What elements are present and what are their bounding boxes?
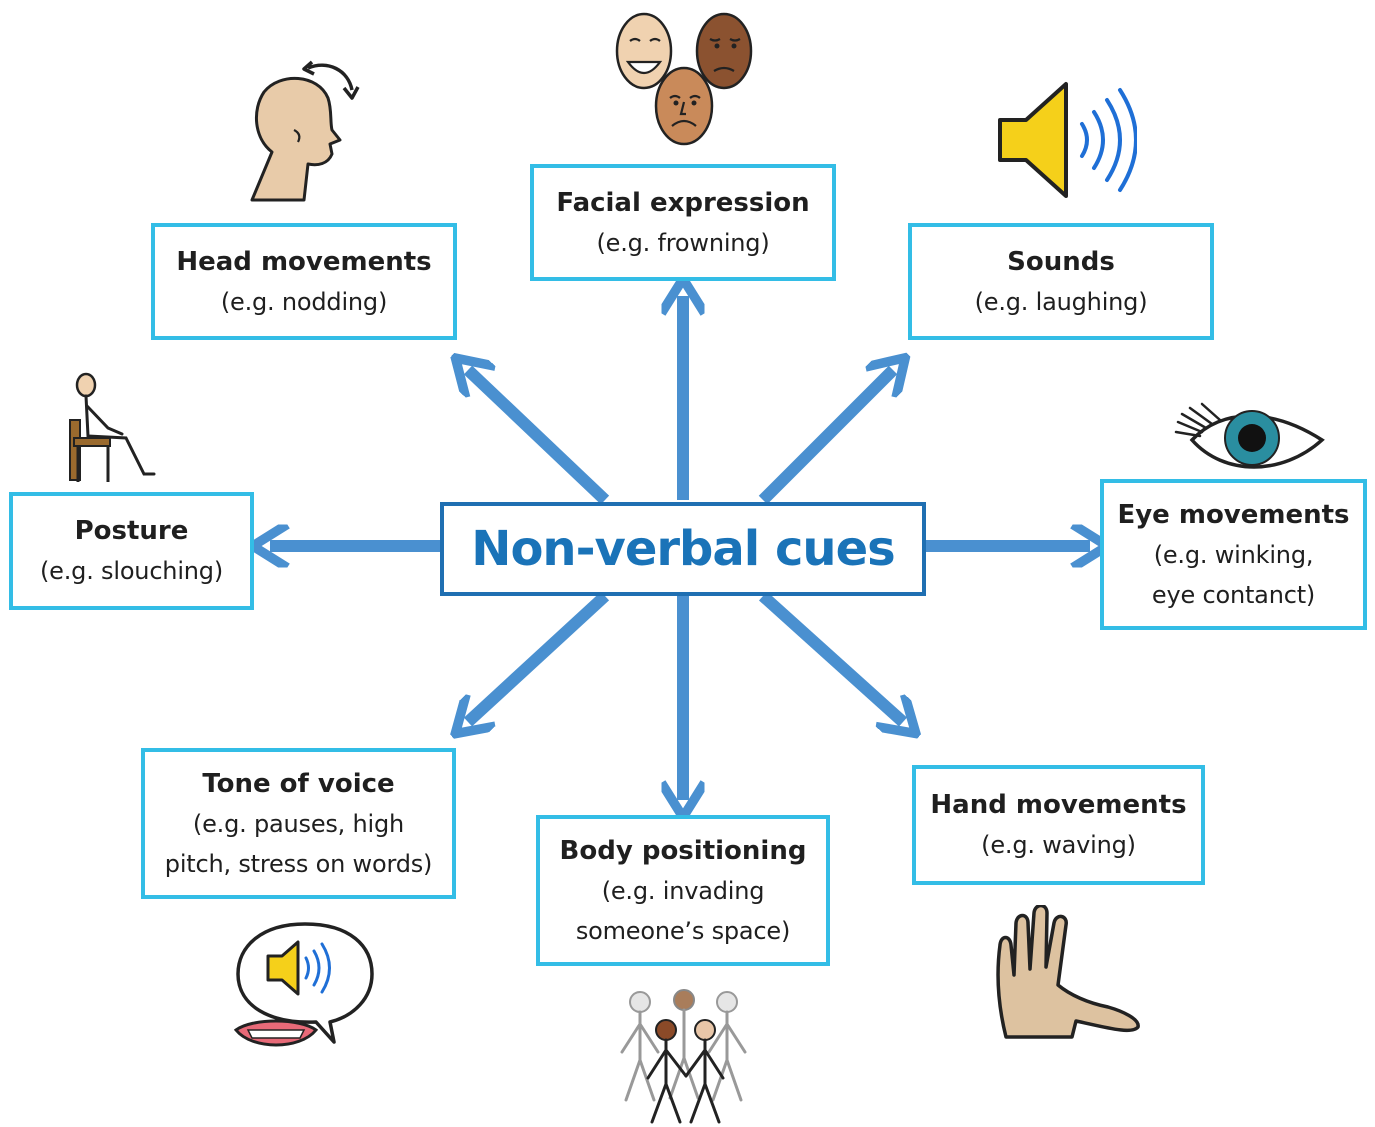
cue-example-line2: eye contanct) (1152, 575, 1315, 615)
cue-example-line1: (e.g. winking, (1154, 535, 1314, 575)
center-title: Non-verbal cues (471, 521, 894, 577)
cue-title: Eye movements (1117, 495, 1349, 535)
center-title-box: Non-verbal cues (440, 502, 926, 596)
cue-example: (e.g. nodding) (221, 282, 387, 322)
arrow-down-right (763, 596, 903, 722)
cue-title: Sounds (1007, 242, 1115, 282)
head-rotation-icon (232, 60, 362, 205)
cue-eye-movements: Eye movements (e.g. winking, eye contanc… (1100, 479, 1367, 630)
cue-sounds: Sounds (e.g. laughing) (908, 223, 1214, 340)
cue-example: (e.g. frowning) (596, 223, 769, 263)
cue-title: Posture (75, 511, 189, 551)
cue-example-line1: (e.g. invading (602, 871, 765, 911)
cue-title: Tone of voice (202, 764, 394, 804)
speaker-icon (992, 78, 1137, 203)
cue-facial-expression: Facial expression (e.g. frowning) (530, 164, 836, 281)
cue-posture: Posture (e.g. slouching) (9, 492, 254, 610)
cue-example: (e.g. waving) (981, 825, 1136, 865)
cue-example-line1: (e.g. pauses, high (193, 804, 404, 844)
hand-icon (992, 905, 1142, 1045)
arrow-up-left (468, 370, 605, 500)
eye-icon (1172, 400, 1327, 475)
cue-example: (e.g. slouching) (40, 551, 223, 591)
cue-title: Body positioning (560, 831, 807, 871)
cue-tone-of-voice: Tone of voice (e.g. pauses, high pitch, … (141, 748, 456, 899)
seated-person-icon (62, 372, 162, 484)
cue-title: Facial expression (556, 183, 809, 223)
cue-hand-movements: Hand movements (e.g. waving) (912, 765, 1205, 885)
cue-head-movements: Head movements (e.g. nodding) (151, 223, 457, 340)
arrow-up-right (763, 370, 893, 500)
three-faces-icon (612, 6, 762, 151)
arrow-down-left (468, 596, 605, 722)
cue-example-line2: pitch, stress on words) (165, 844, 432, 884)
cue-body-positioning: Body positioning (e.g. invading someone’… (536, 815, 830, 966)
people-group-icon (612, 988, 757, 1126)
speech-bubble-icon (230, 918, 380, 1050)
cue-example-line2: someone’s space) (576, 911, 790, 951)
cue-example: (e.g. laughing) (975, 282, 1148, 322)
cue-title: Head movements (176, 242, 431, 282)
cue-title: Hand movements (930, 785, 1186, 825)
